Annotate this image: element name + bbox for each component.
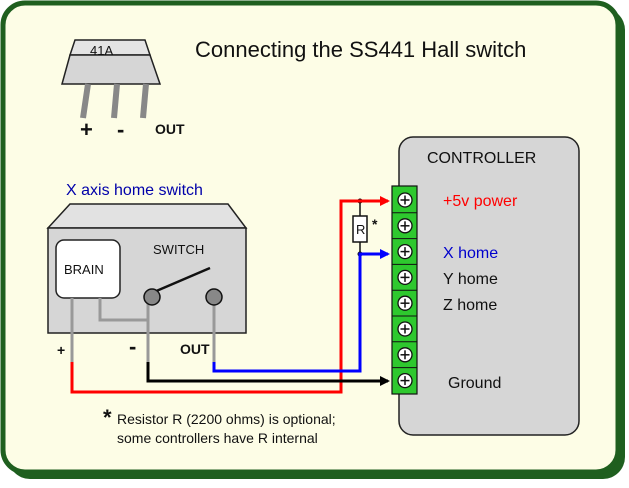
internal-wires: [70, 297, 216, 362]
terminal-label-z-home: Z home: [443, 297, 497, 314]
terminal-screw: [392, 238, 417, 260]
terminal-screw: [392, 212, 417, 234]
terminal-screw: [392, 263, 417, 286]
hall-sensor-package: 41A + - OUT: [61, 39, 185, 142]
terminal-screw: [392, 341, 417, 363]
switch-contact-common: [143, 288, 161, 306]
switch-lever: [153, 266, 211, 294]
resistor-marker: *: [372, 216, 378, 232]
sensor-pin-minus: -: [129, 334, 136, 359]
terminal-screw: [397, 192, 413, 208]
package-pin-out: OUT: [155, 121, 185, 137]
brain-box: [55, 239, 121, 299]
terminal-label-power: +5v power: [443, 193, 518, 210]
terminal-screw: [392, 289, 417, 311]
footnote-marker: *: [103, 405, 112, 430]
sensor-pin-plus: +: [57, 342, 65, 358]
component-marking: 41A: [90, 43, 113, 58]
power-wire: [70, 196, 390, 394]
controller-title: CONTROLLER: [427, 150, 536, 167]
ground-wire: [146, 362, 390, 386]
signal-wire: [212, 249, 390, 373]
controller: CONTROLLER: [398, 136, 580, 436]
sensor-pin-out: OUT: [180, 341, 210, 357]
terminal-label-y-home: Y home: [443, 271, 498, 288]
terminal-label-ground: Ground: [448, 375, 501, 392]
diagram-title: Connecting the SS441 Hall switch: [195, 37, 526, 62]
terminal-label-x-home: X home: [443, 245, 498, 262]
terminal-screw: [392, 315, 417, 337]
sensor-caption: X axis home switch: [66, 182, 203, 199]
switch-contact-out: [205, 288, 223, 306]
package-pin-minus: -: [117, 117, 124, 142]
terminal-screw: [392, 367, 417, 389]
terminal-strip: [392, 192, 417, 389]
resistor-symbol: R: [356, 222, 365, 237]
footnote-line-1: Resistor R (2200 ohms) is optional;: [117, 411, 336, 427]
brain-label: BRAIN: [64, 262, 104, 277]
package-pin-plus: +: [80, 117, 93, 142]
switch-label: SWITCH: [153, 242, 204, 257]
footnote-line-2: some controllers have R internal: [117, 430, 318, 446]
